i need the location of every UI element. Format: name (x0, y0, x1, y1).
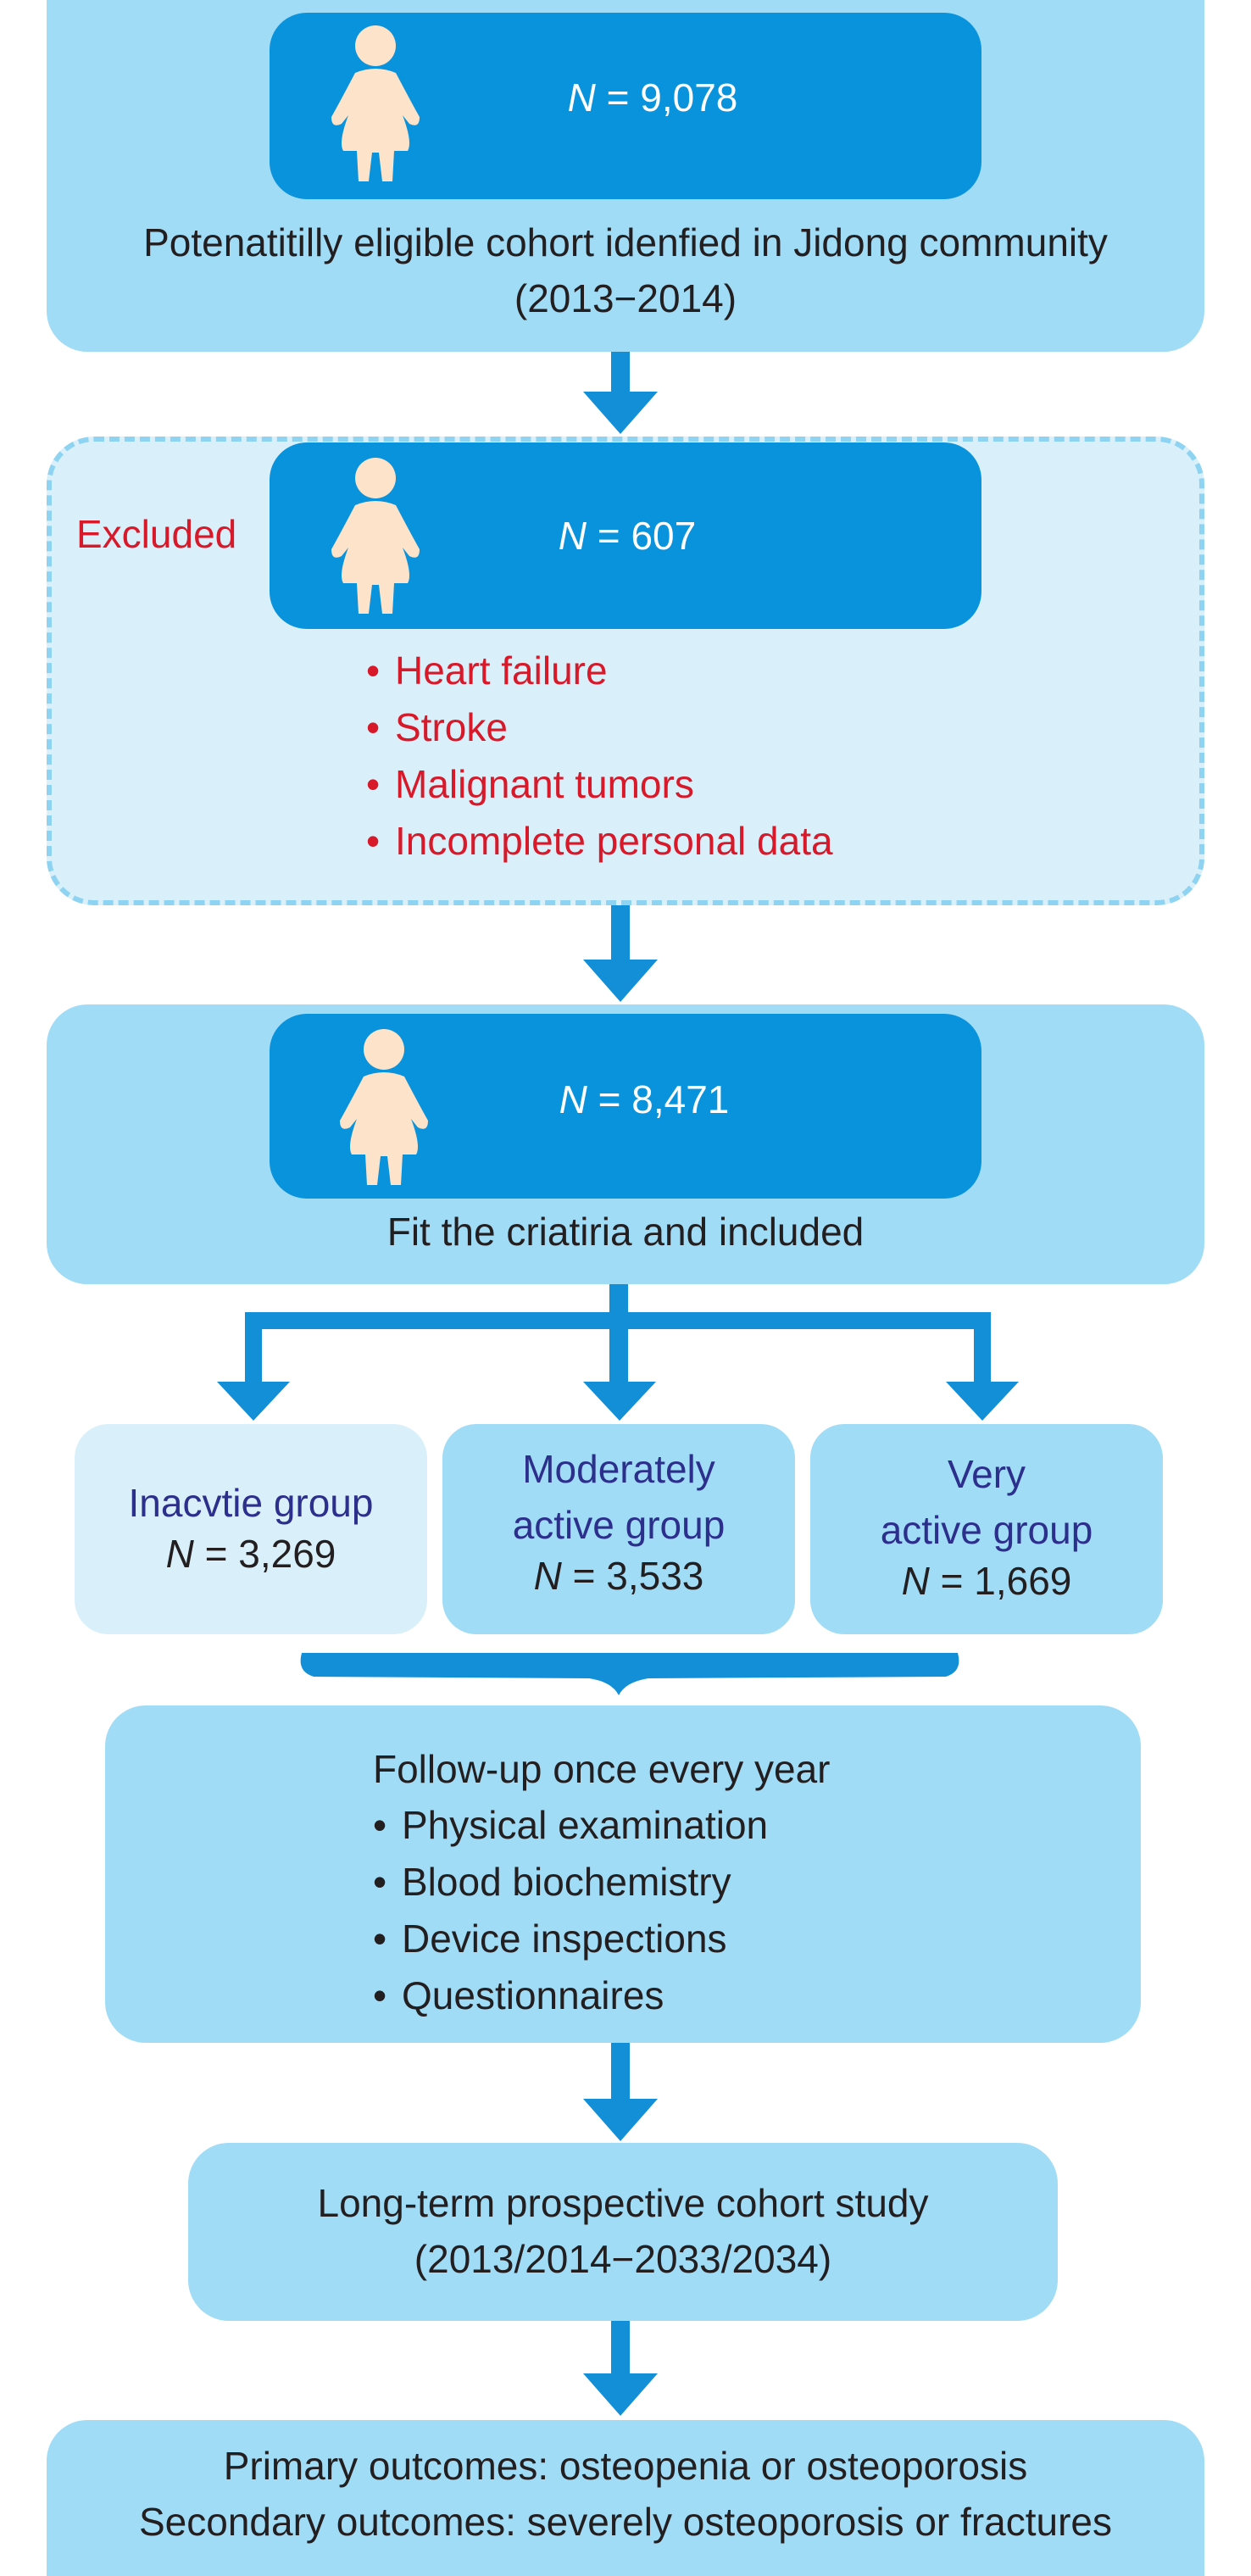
n-symbol: N (559, 1077, 587, 1121)
moderate-group-n: N = 3,533 (533, 1554, 704, 1598)
list-item: •Malignant tumors (366, 762, 694, 806)
arrow-down-icon (583, 2319, 658, 2416)
included-n-text: N = 8,471 (432, 1077, 856, 1122)
list-item: •Incomplete personal data (366, 819, 833, 863)
very-active-group-label-line2: active group (880, 1508, 1093, 1552)
moderate-group-box (442, 1424, 795, 1634)
eligible-n-text: N = 9,078 (441, 75, 865, 120)
list-item: •Device inspections (373, 1917, 727, 1961)
study-line1: Long-term prospective cohort study (317, 2181, 929, 2225)
arrow-down-icon (583, 348, 658, 434)
moderate-group-label-line2: active group (512, 1503, 726, 1547)
n-symbol: N (901, 1559, 930, 1603)
eligible-n-value: = 9,078 (595, 75, 738, 120)
inactive-group-n: N = 3,269 (165, 1532, 336, 1576)
followup-title: Follow-up once every year (373, 1747, 831, 1791)
followup-box (105, 1705, 1141, 2043)
eligible-description-line2: (2013−2014) (514, 276, 737, 320)
arrow-down-icon (583, 2041, 658, 2141)
arrow-down-icon (583, 905, 658, 1002)
study-box (188, 2143, 1058, 2321)
excluded-n-value: = 607 (587, 514, 697, 558)
person-icon (331, 25, 420, 181)
outcomes-box (47, 2420, 1204, 2576)
person-icon (331, 458, 420, 614)
included-description: Fit the criatiria and included (386, 1210, 865, 1254)
list-item: •Stroke (366, 705, 508, 749)
very-active-group-box (810, 1424, 1163, 1634)
n-symbol: N (533, 1554, 562, 1598)
n-symbol: N (558, 514, 587, 558)
list-item: •Heart failure (366, 648, 608, 693)
excluded-n-text: N = 607 (415, 513, 839, 559)
person-icon (340, 1029, 428, 1185)
eligible-description-line1: Potenatitilly eligible cohort idenfied i… (143, 220, 1108, 264)
n-symbol: N (567, 75, 596, 120)
included-n-value: = 8,471 (587, 1077, 730, 1121)
study-line2: (2013/2014−2033/2034) (414, 2237, 832, 2281)
list-item: •Blood biochemistry (373, 1860, 731, 1904)
brace-icon (300, 1653, 959, 1695)
exclusion-reasons-list: •Heart failure •Stroke •Malignant tumors… (366, 643, 833, 870)
followup-items-list: •Physical examination •Blood biochemistr… (373, 1797, 768, 2024)
secondary-outcomes: Secondary outcomes: severely osteoporosi… (139, 2500, 1112, 2544)
n-symbol: N (165, 1532, 194, 1576)
list-item: •Questionnaires (373, 1973, 664, 2017)
moderate-group-label-line1: Moderately (522, 1447, 715, 1491)
excluded-heading: Excluded (76, 512, 237, 556)
list-item: •Physical examination (373, 1803, 769, 1847)
branch-connector (217, 1284, 1019, 1421)
inactive-group-box (75, 1424, 427, 1634)
very-active-group-n: N = 1,669 (901, 1559, 1072, 1603)
inactive-group-label: Inacvtie group (128, 1481, 374, 1525)
primary-outcomes: Primary outcomes: osteopenia or osteopor… (223, 2444, 1028, 2488)
very-active-group-label-line1: Very (947, 1452, 1026, 1496)
